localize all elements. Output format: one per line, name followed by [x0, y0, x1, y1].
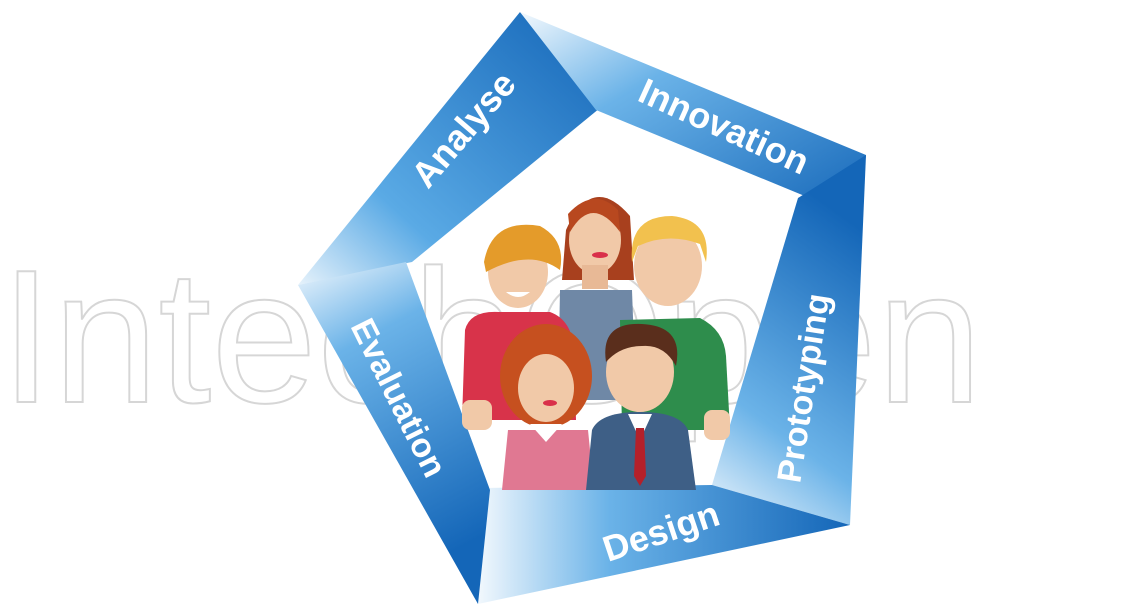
- segment-evaluation: [298, 262, 490, 604]
- segment-analyse: [298, 12, 600, 285]
- segment-design: [478, 485, 850, 604]
- person-man-front: [586, 323, 696, 490]
- pentagon-ring: [298, 12, 866, 604]
- segment-innovation: [520, 12, 866, 218]
- person-woman-front: [500, 324, 594, 490]
- segment-prototyping: [712, 155, 866, 525]
- team-of-people-icon: [462, 197, 730, 490]
